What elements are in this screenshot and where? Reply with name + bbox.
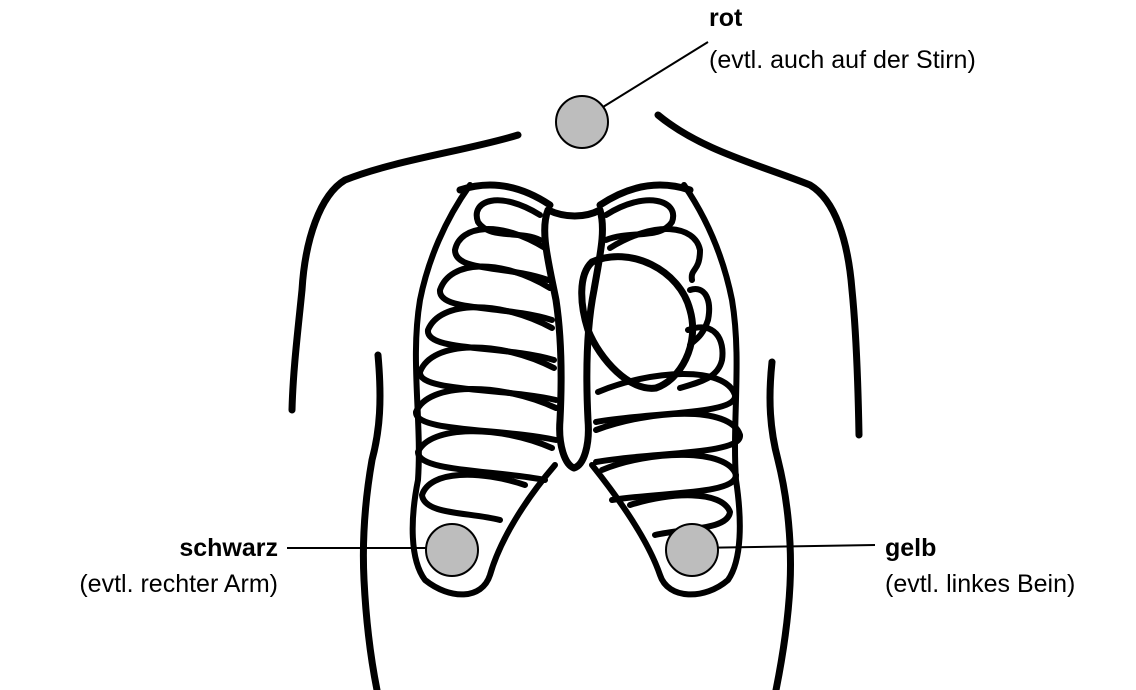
right-shoulder-outline [292,135,518,410]
yellow-electrode-note: (evtl. linkes Bein) [885,570,1075,598]
red-electrode [556,96,608,148]
torso-outline [292,115,859,690]
left-rib-cage [592,185,740,594]
right-rib-8 [422,475,525,520]
black-electrode-title: schwarz [179,534,278,562]
right-rib-7 [418,431,552,480]
left-rib-7 [602,455,736,500]
yellow-electrode [666,524,718,576]
right-flank-outline [363,355,380,690]
black-electrode [426,524,478,576]
left-flank-outline [770,362,791,690]
yellow-leader-line [692,545,875,548]
black-electrode-note: (evtl. rechter Arm) [79,570,278,598]
red-electrode-note: (evtl. auch auf der Stirn) [709,46,976,74]
yellow-electrode-title: gelb [885,534,936,562]
red-electrode-title: rot [709,4,743,32]
